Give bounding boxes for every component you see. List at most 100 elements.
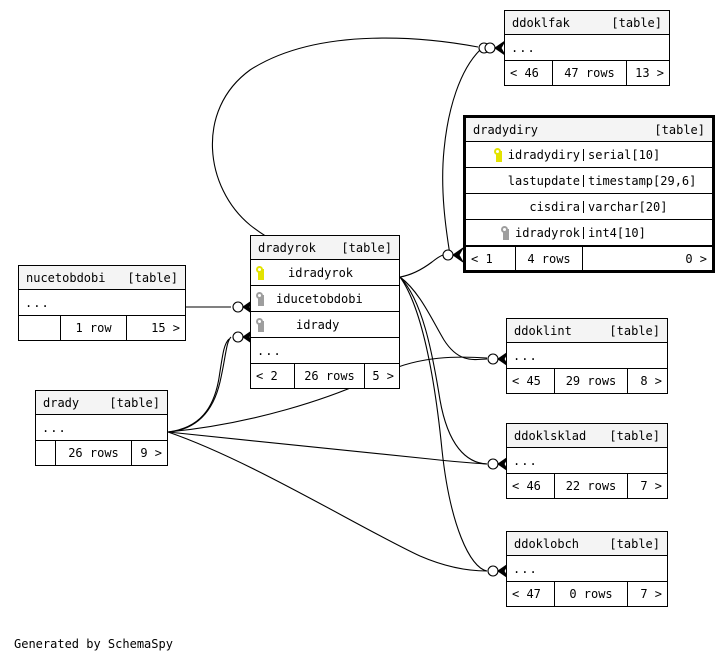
table-dradyrok[interactable]: dradyrok [table] idradyrok iducetobdobi … [250,235,400,389]
table-row[interactable]: cisdira varchar[20] [466,194,712,220]
footer-children[interactable]: 7 > [640,479,662,493]
table-tag: [table] [109,395,160,410]
column-name: idrady [296,317,340,332]
footer-parents[interactable]: < 46 [507,474,555,498]
table-name: ddoklsklad [514,428,587,443]
footer-rowcount: 0 rows [555,582,628,606]
table-columns-ellipsis: ... [507,448,667,474]
table-name: dradyrok [258,240,316,255]
column-name-cell: cisdira [466,201,583,213]
table-header: dradyrok [table] [251,236,399,260]
column-name: cisdira [529,199,580,214]
table-columns-ellipsis: ... [251,338,399,364]
table-tag: [table] [609,428,660,443]
footer-children[interactable]: 13 > [635,66,664,80]
column-name-cell: idradyrok [251,265,399,280]
edge-drady-ddoklobch [167,431,488,572]
table-tag: [table] [654,122,705,137]
table-tag: [table] [611,15,662,30]
foreign-key-icon [255,317,264,332]
connector-circle-dradyrok-b [232,331,244,343]
table-columns-ellipsis: ... [19,290,185,316]
column-type: varchar[20] [583,200,712,213]
table-ddoklobch[interactable]: ddoklobch [table] ... < 47 0 rows 7 > [506,531,668,607]
connector-circle-dradyrok-a [232,301,244,313]
table-name: ddoklint [514,323,572,338]
table-name: dradydiry [473,122,539,137]
connector-circle-ddoklfak-a [478,42,490,54]
footer-rowcount: 26 rows [56,441,132,465]
column-name: idradyrok [514,225,580,240]
footer-rowcount: 22 rows [555,474,628,498]
edge-dradyrok-ddoklsklad [399,276,488,465]
table-columns-ellipsis: ... [507,556,667,582]
footer-parents[interactable] [36,441,56,465]
footer-rowcount: 29 rows [555,369,628,393]
crowsfoot-dradydiry [452,247,464,263]
table-nucetobdobi[interactable]: nucetobdobi [table] ... 1 row 15 > [18,265,186,341]
table-ddoklfak[interactable]: ddoklfak [table] ... < 46 47 rows 13 > [504,10,670,86]
table-footer: 26 rows 9 > [36,441,167,465]
edge-dradyrok-ddoklobch [399,276,488,572]
table-tag: [table] [609,323,660,338]
table-ddoklsklad[interactable]: ddoklsklad [table] ... < 46 22 rows 7 > [506,423,668,499]
table-row[interactable]: idradyrok [251,260,399,286]
column-type: timestamp[29,6] [583,174,712,187]
footer-children[interactable]: 15 > [151,321,180,335]
table-footer: < 46 22 rows 7 > [507,474,667,498]
connector-circle-ddoklint [487,353,499,365]
table-tag: [table] [127,270,178,285]
table-footer: 1 row 15 > [19,316,185,340]
footer-parents[interactable]: < 2 [251,364,295,388]
column-name: lastupdate [507,173,580,188]
column-type: int4[10] [583,226,712,239]
footer-children[interactable]: 9 > [140,446,162,460]
table-dradydiry[interactable]: dradydiry [table] idradydiry serial[10] … [463,115,715,273]
generated-by-label: Generated by SchemaSpy [14,637,173,651]
footer-children[interactable]: 5 > [372,369,394,383]
table-columns-ellipsis: ... [507,343,667,369]
table-footer: < 2 26 rows 5 > [251,364,399,388]
column-name-cell: idradyrok [466,225,583,240]
edge-drady-dradyrok-b [167,338,230,433]
footer-children[interactable]: 8 > [640,374,662,388]
table-row[interactable]: idradyrok int4[10] [466,220,712,246]
table-name: nucetobdobi [26,270,106,285]
column-type: serial[10] [583,148,712,161]
column-name: idradydiry [507,147,580,162]
table-row[interactable]: idradydiry serial[10] [466,142,712,168]
column-name: idradyrok [288,265,354,280]
foreign-key-icon [255,291,264,306]
foreign-key-icon [500,225,509,240]
footer-parents[interactable] [19,316,61,340]
footer-children[interactable]: 7 > [640,587,662,601]
footer-parents[interactable]: < 1 [466,247,516,270]
table-header: dradydiry [table] [466,118,712,142]
table-tag: [table] [609,536,660,551]
footer-children[interactable]: 0 > [685,251,707,266]
edge-dradyrok-dradydiry [399,254,444,278]
primary-key-icon [255,265,264,280]
table-ddoklint[interactable]: ddoklint [table] ... < 45 29 rows 8 > [506,318,668,394]
column-name: iducetobdobi [276,291,363,306]
table-footer: < 1 4 rows 0 > [466,246,712,270]
table-row[interactable]: idrady [251,312,399,338]
footer-parents[interactable]: < 46 [505,61,553,85]
table-name: drady [43,395,80,410]
table-header: ddoklfak [table] [505,11,669,35]
footer-parents[interactable]: < 45 [507,369,555,393]
table-tag: [table] [341,240,392,255]
table-row[interactable]: lastupdate timestamp[29,6] [466,168,712,194]
table-footer: < 45 29 rows 8 > [507,369,667,393]
table-header: drady [table] [36,391,167,415]
connector-circle-ddoklobch [487,565,499,577]
footer-rowcount: 47 rows [553,61,627,85]
table-name: ddoklobch [514,536,580,551]
table-row[interactable]: iducetobdobi [251,286,399,312]
footer-rowcount: 4 rows [516,247,583,270]
column-name-cell: iducetobdobi [251,291,399,306]
table-drady[interactable]: drady [table] ... 26 rows 9 > [35,390,168,466]
connector-circle-dradydiry [442,249,454,261]
edge-dradyrok-ddoklint [399,276,488,361]
footer-parents[interactable]: < 47 [507,582,555,606]
